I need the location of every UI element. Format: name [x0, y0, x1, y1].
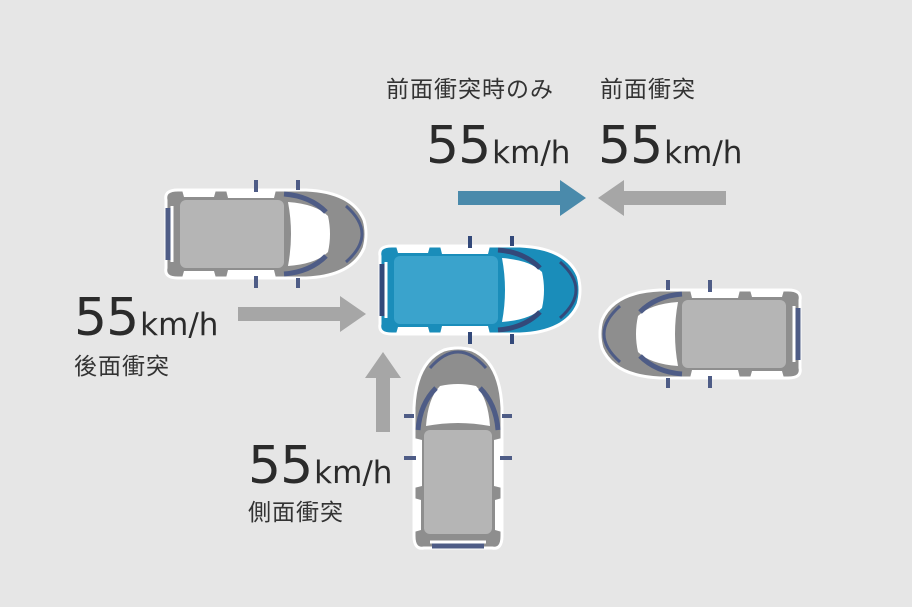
side-arrow: [365, 352, 401, 432]
front-speed-unit: km/h: [664, 135, 743, 171]
rear-speed-value: 55: [74, 288, 139, 348]
front-only-arrow: [458, 180, 586, 216]
rear-arrow: [238, 296, 366, 332]
rear-speed: 55km/h: [74, 292, 218, 344]
front-caption: 前面衝突: [600, 77, 696, 103]
front-speed: 55km/h: [598, 120, 742, 172]
front-only-caption: 前面衝突時のみ: [386, 77, 554, 103]
front-only-speed-value: 55: [426, 116, 491, 176]
side-speed: 55km/h: [248, 440, 392, 492]
front-only-speed: 55km/h: [426, 120, 570, 172]
rear-impact-car: [166, 180, 366, 288]
side-speed-unit: km/h: [314, 455, 393, 491]
rear-caption: 後面衝突: [74, 354, 170, 380]
side-impact-car: [404, 348, 512, 548]
front-impact-car: [600, 280, 800, 388]
front-speed-value: 55: [598, 116, 663, 176]
side-speed-value: 55: [248, 436, 313, 496]
side-caption: 側面衝突: [248, 500, 344, 526]
rear-speed-unit: km/h: [140, 307, 219, 343]
subject-car: [380, 236, 580, 344]
front-arrow: [598, 180, 726, 216]
front-only-speed-unit: km/h: [492, 135, 571, 171]
